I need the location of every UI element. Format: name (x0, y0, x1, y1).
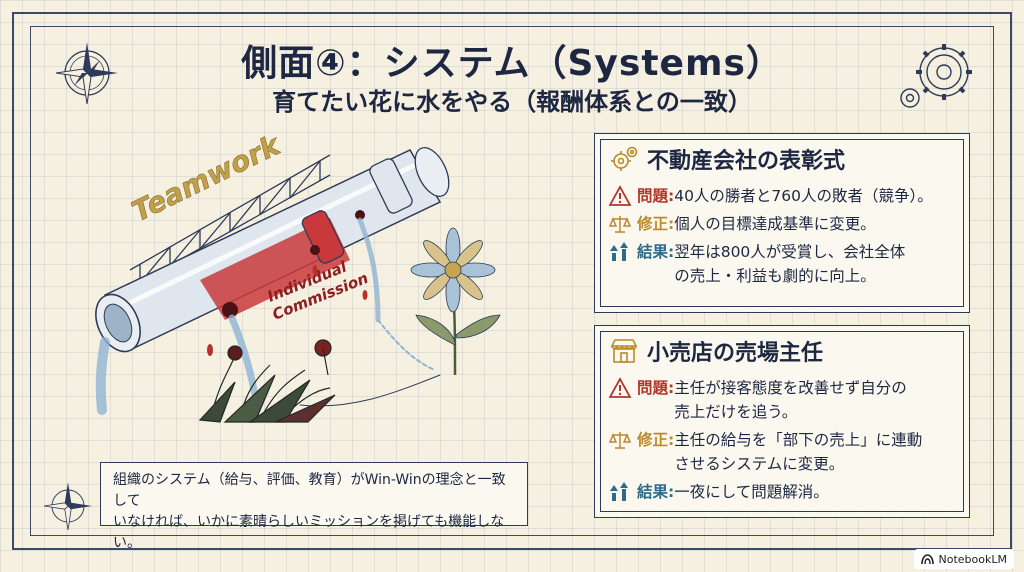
problem-row: 問題: 40人の勝者と760人の敗者（競争）。 (595, 184, 969, 208)
trend-up-icon (610, 482, 628, 501)
warning-icon (609, 185, 631, 206)
store-icon (610, 339, 638, 363)
compass-rose-icon (55, 42, 118, 105)
result-label: 結果: (637, 243, 675, 261)
gears-decoration-icon (900, 44, 972, 108)
scales-icon (609, 432, 631, 449)
result-row: 結果: 翌年は800人が受賞し、会社全体 の売上・利益も劇的に向上。 (595, 240, 969, 288)
card-heading-text: 不動産会社の表彰式 (647, 149, 846, 174)
problem-text-line: 主任が接客態度を改善せず自分の (674, 379, 907, 397)
problem-text-line: 売上だけを追う。 (674, 403, 798, 421)
card-heading: 小売店の売場主任 (595, 326, 969, 376)
pipe (95, 147, 450, 353)
result-label: 結果: (637, 483, 675, 501)
fix-text: 主任の給与を「部下の売上」に連動 させるシステムに変更。 (674, 428, 959, 476)
problem-label: 問題: (637, 187, 675, 205)
compass-rose-icon (43, 482, 92, 531)
weeds (198, 339, 336, 423)
warning-icon (609, 377, 631, 398)
notebooklm-watermark: NotebookLM (913, 549, 1014, 569)
caption-line: 組織のシステム（給与、評価、教育）がWin-Winの理念と一致して (113, 472, 506, 509)
case-card-retail-store: 小売店の売場主任 問題: 主任が接客態度を改善せず自分の 売上だけを追う。 (594, 325, 970, 518)
problem-label: 問題: (637, 379, 675, 397)
flower-illustration (410, 227, 501, 376)
case-card-real-estate: 不動産会社の表彰式 問題: 40人の勝者と760人の敗者（競争）。 修正: 個人… (594, 133, 970, 313)
fix-row: 修正: 主任の給与を「部下の売上」に連動 させるシステムに変更。 (595, 428, 969, 476)
result-text: 翌年は800人が受賞し、会社全体 の売上・利益も劇的に向上。 (674, 240, 959, 288)
fix-text-line: 主任の給与を「部下の売上」に連動 (674, 431, 923, 449)
fix-label: 修正: (637, 215, 675, 233)
scales-icon (609, 216, 631, 233)
trend-up-icon (610, 242, 628, 261)
result-text-line: 翌年は800人が受賞し、会社全体 (674, 243, 906, 261)
watermark-text: NotebookLM (938, 552, 1007, 566)
caption-box: 組織のシステム（給与、評価、教育）がWin-Winの理念と一致して いなければ、… (100, 462, 528, 551)
page-subtitle: 育てたい花に水をやる（報酬体系との一致） (272, 88, 752, 116)
outer-frame (12, 12, 1012, 550)
red-drips (207, 265, 368, 356)
card-heading: 不動産会社の表彰式 (595, 134, 969, 184)
fix-row: 修正: 個人の目標達成基準に変更。 (595, 212, 969, 236)
result-text: 一夜にして問題解消。 (674, 483, 829, 501)
gears-icon (611, 146, 638, 171)
notebooklm-logo-icon (920, 553, 934, 564)
fix-text: 個人の目標達成基準に変更。 (674, 215, 876, 233)
inner-frame (30, 26, 994, 536)
result-row: 結果: 一夜にして問題解消。 (595, 480, 969, 504)
fix-label: 修正: (637, 431, 675, 449)
page-title: 側面④：システム（Systems） (241, 43, 783, 84)
fix-text-line: させるシステムに変更。 (674, 455, 845, 473)
problem-text: 主任が接客態度を改善せず自分の 売上だけを追う。 (674, 376, 959, 424)
caption-line: いなければ、いかに素晴らしいミッションを掲げても機能しない。 (113, 514, 505, 551)
card-heading-text: 小売店の売場主任 (647, 341, 824, 366)
problem-text: 40人の勝者と760人の敗者（競争）。 (674, 187, 933, 205)
result-text-line: の売上・利益も劇的に向上。 (674, 267, 876, 285)
problem-row: 問題: 主任が接客態度を改善せず自分の 売上だけを追う。 (595, 376, 969, 424)
pipe-illustration: Teamwork Individual Commission (95, 127, 501, 423)
